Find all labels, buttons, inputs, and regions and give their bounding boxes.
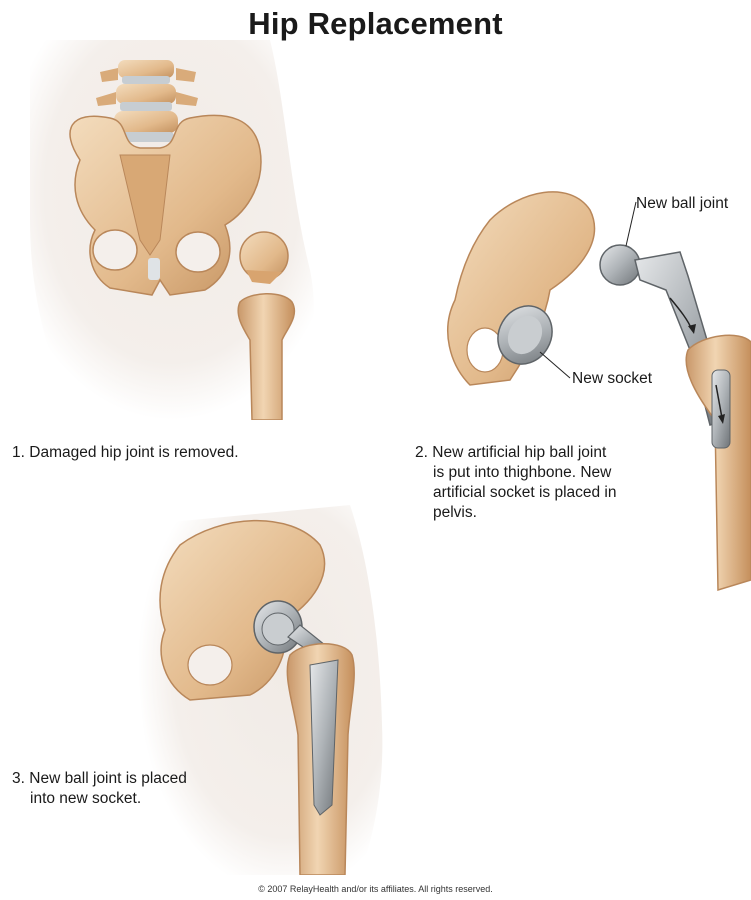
step-3-line-2: into new socket. <box>12 789 187 809</box>
step-1-caption: 1. Damaged hip joint is removed. <box>12 443 239 463</box>
panel-artificial-parts <box>430 180 751 600</box>
ball-joint-callout: New ball joint <box>636 195 728 213</box>
step-3-number: 3. <box>12 770 25 787</box>
step-2-line-3: artificial socket is placed in <box>415 483 617 503</box>
panel-damaged-hip <box>20 40 340 420</box>
prepared-femur <box>686 335 751 590</box>
copyright-notice: © 2007 RelayHealth and/or its affiliates… <box>0 884 751 894</box>
step-2-caption: 2. New artificial hip ball joint is put … <box>415 443 617 523</box>
artificial-parts-illustration <box>430 180 751 600</box>
step-3-caption: 3. New ball joint is placed into new soc… <box>12 769 187 809</box>
socket-callout: New socket <box>572 370 652 388</box>
pelvis-illustration <box>20 40 340 420</box>
step-2-number: 2. <box>415 444 428 461</box>
step-2-line-4: pelvis. <box>415 503 617 523</box>
socket-leader-line <box>540 352 570 378</box>
panel-assembled-joint <box>120 505 400 875</box>
step-2-line-1: New artificial hip ball joint <box>432 444 606 461</box>
assembled-joint-illustration <box>120 505 400 875</box>
ball-joint-leader-line <box>626 202 636 246</box>
step-2-line-2: is put into thighbone. New <box>415 463 617 483</box>
step-1-number: 1. <box>12 444 25 461</box>
page-title: Hip Replacement <box>0 6 751 42</box>
step-3-line-1: New ball joint is placed <box>29 770 187 787</box>
step-1-line-1: Damaged hip joint is removed. <box>29 444 238 461</box>
